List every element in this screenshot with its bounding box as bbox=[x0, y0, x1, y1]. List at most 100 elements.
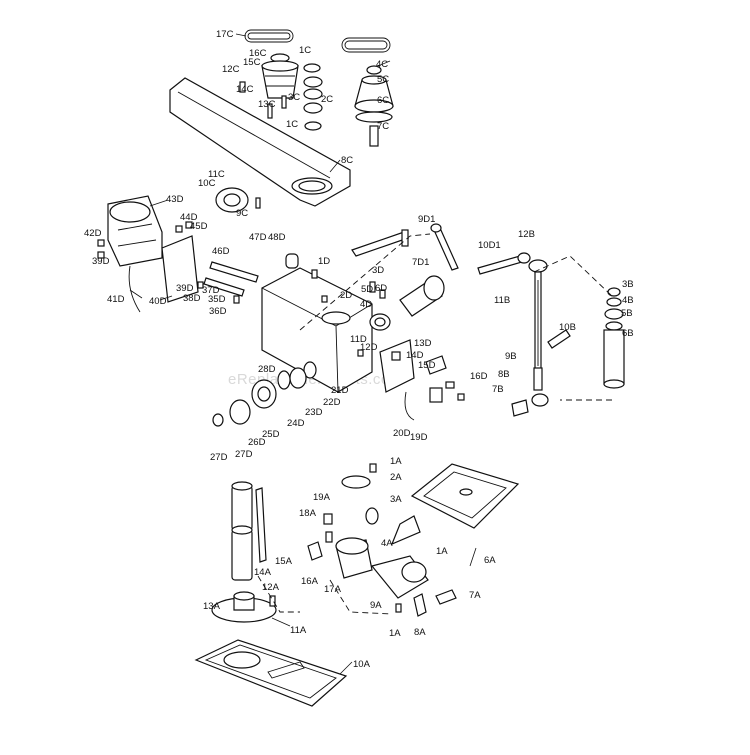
part-label: 2C bbox=[321, 94, 333, 105]
part-label: 12D bbox=[360, 342, 378, 353]
rod-10d1-knob bbox=[517, 252, 531, 264]
part-21d bbox=[303, 361, 317, 379]
column-14a bbox=[231, 529, 253, 581]
part-label: 19A bbox=[313, 492, 331, 503]
part-label: 12C bbox=[222, 64, 240, 75]
head-quill-bore bbox=[321, 311, 351, 325]
part-label: 4D bbox=[360, 299, 372, 310]
part-label: 28D bbox=[258, 364, 276, 375]
motor-end-cap bbox=[109, 201, 151, 223]
part-label: 38D bbox=[183, 293, 201, 304]
screw-9c bbox=[255, 197, 261, 209]
screw-13c bbox=[267, 103, 273, 119]
part-label: 13C bbox=[258, 99, 276, 110]
part-label: 16C bbox=[249, 48, 267, 59]
pin-9d1-head bbox=[430, 223, 442, 233]
part-label: 14A bbox=[254, 567, 272, 578]
part-label: 14C bbox=[236, 84, 254, 95]
motor-group bbox=[97, 195, 259, 313]
part-label: 10B bbox=[559, 322, 576, 333]
screw-1a bbox=[369, 463, 377, 473]
part-label: 12B bbox=[518, 229, 535, 240]
base-slot bbox=[267, 661, 305, 679]
work-table-inner bbox=[423, 471, 507, 519]
leader-40d bbox=[159, 295, 173, 301]
key-10b bbox=[547, 329, 571, 349]
handle-16a bbox=[307, 541, 323, 561]
nut-5c bbox=[366, 65, 382, 75]
belt-17c bbox=[244, 29, 294, 43]
part-label: 2A bbox=[390, 472, 402, 483]
part-label: 7A bbox=[469, 590, 481, 601]
leader-lines bbox=[129, 33, 477, 675]
belt-17c-inner bbox=[247, 32, 291, 40]
quill-6b bbox=[603, 329, 625, 385]
part-label: 8B bbox=[498, 369, 510, 380]
work-table-6a bbox=[410, 463, 520, 529]
part-label: 10D1 bbox=[478, 240, 501, 251]
screw-12c bbox=[239, 81, 246, 93]
rack-15a bbox=[255, 487, 267, 563]
column-table-base-group bbox=[194, 463, 520, 707]
nut-39d bbox=[97, 251, 105, 259]
cover-26d bbox=[229, 399, 251, 425]
part-label: 15A bbox=[275, 556, 293, 567]
motor-pulley-11c-hub bbox=[223, 193, 241, 207]
leader-5c bbox=[377, 60, 391, 67]
part-label: 25D bbox=[262, 429, 280, 440]
part-label: 18A bbox=[299, 508, 317, 519]
part-label: 9A bbox=[370, 600, 382, 611]
part-label: 15C bbox=[243, 57, 261, 68]
work-table-center-hole bbox=[459, 488, 473, 496]
pin-9d1 bbox=[433, 227, 459, 271]
power-cord-41d bbox=[128, 265, 141, 313]
part-label: 1D bbox=[318, 256, 330, 267]
nut-44d bbox=[175, 225, 183, 233]
pulley-6c-bottom bbox=[355, 111, 393, 123]
rod-10d1 bbox=[477, 255, 523, 275]
rod-46d bbox=[209, 261, 259, 283]
part-label: 19D bbox=[410, 432, 428, 443]
column-collar-top bbox=[233, 591, 255, 601]
ring-1c bbox=[304, 121, 322, 131]
part-label: 11A bbox=[290, 625, 307, 636]
part-label: 17A bbox=[324, 584, 342, 595]
leader-43d bbox=[149, 199, 169, 207]
rod-46d-2 bbox=[203, 277, 245, 297]
lever-47d bbox=[285, 253, 299, 269]
part-label: 27D bbox=[210, 452, 228, 463]
column-upper bbox=[231, 485, 253, 531]
part-label: 39D bbox=[176, 283, 194, 294]
part-label: 43D bbox=[166, 194, 184, 205]
part-label: 42D bbox=[84, 228, 102, 239]
leader-8c bbox=[329, 159, 341, 173]
part-label: 7B bbox=[492, 384, 504, 395]
part-label: 3D bbox=[372, 265, 384, 276]
table-arm-pivot bbox=[401, 561, 427, 583]
switch-box-face bbox=[391, 351, 401, 361]
key-7b bbox=[511, 399, 529, 417]
head-casting-group bbox=[212, 223, 531, 427]
part-label: 16A bbox=[301, 576, 319, 587]
bolt-8a bbox=[413, 593, 427, 617]
part-label: 4C bbox=[376, 59, 388, 70]
quill-group bbox=[511, 259, 625, 417]
column-upper-top bbox=[231, 481, 253, 491]
part-label: 17C bbox=[216, 29, 234, 40]
spring-25d-inner bbox=[257, 386, 271, 402]
part-label: 1C bbox=[299, 45, 311, 56]
guard-edge-line bbox=[177, 91, 331, 179]
part-label: 44D bbox=[180, 212, 198, 223]
leader-41d bbox=[129, 289, 143, 299]
part-label: 5D bbox=[361, 284, 373, 295]
part-label: 12A bbox=[262, 582, 280, 593]
part-label: 4A bbox=[381, 538, 393, 549]
column-14a-top bbox=[231, 525, 253, 535]
part-label: 6A bbox=[484, 555, 496, 566]
part-label: 14D bbox=[406, 350, 424, 361]
pulley-6c-top bbox=[361, 75, 387, 85]
part-label: 3C bbox=[288, 92, 300, 103]
part-label: 3B bbox=[622, 279, 634, 290]
part-label: 9D1 bbox=[418, 214, 435, 225]
base-column-hole bbox=[223, 651, 261, 669]
